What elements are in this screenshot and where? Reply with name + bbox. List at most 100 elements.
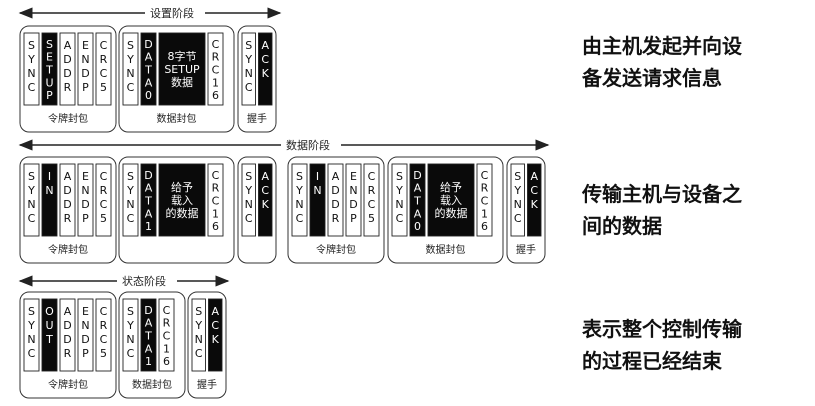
field-char: N bbox=[126, 198, 134, 211]
packet-label: 握手 bbox=[247, 112, 267, 125]
field-char: C bbox=[368, 198, 376, 211]
field-char: D bbox=[144, 38, 152, 51]
stage-label: 数据阶段 bbox=[286, 138, 330, 152]
field-char: C bbox=[368, 170, 376, 183]
field-char: D bbox=[331, 184, 339, 197]
field-char: R bbox=[64, 347, 72, 360]
packet-field bbox=[208, 298, 223, 372]
field-char: 5 bbox=[368, 212, 375, 225]
field-char: C bbox=[212, 194, 220, 207]
field-char: C bbox=[514, 212, 522, 225]
field-char: C bbox=[127, 81, 135, 94]
field-char: Y bbox=[513, 184, 521, 197]
packet-field bbox=[59, 32, 76, 106]
field-char: D bbox=[413, 169, 421, 182]
field-char: C bbox=[481, 169, 489, 182]
field-char: 5 bbox=[100, 212, 107, 225]
packet-label: 令牌封包 bbox=[48, 378, 88, 391]
packet-field bbox=[510, 163, 525, 237]
field-char: A bbox=[145, 317, 153, 330]
packet-field bbox=[77, 32, 94, 106]
field-char: N bbox=[81, 319, 89, 332]
field-char: C bbox=[195, 347, 203, 360]
packet-field bbox=[427, 163, 475, 237]
description-line: 传输主机与设备之 bbox=[582, 182, 742, 206]
field-char: A bbox=[145, 182, 153, 195]
packet-field bbox=[59, 298, 76, 372]
field-char: 0 bbox=[414, 220, 421, 233]
packet-field bbox=[23, 32, 40, 106]
field-char: S bbox=[127, 170, 134, 183]
packet-field bbox=[158, 163, 206, 237]
field-char: Y bbox=[295, 184, 303, 197]
packet-field bbox=[327, 163, 344, 237]
packet-field bbox=[258, 163, 273, 237]
field-char: U bbox=[45, 319, 53, 332]
field-char: R bbox=[368, 184, 376, 197]
field-char: C bbox=[100, 67, 108, 80]
field-char: T bbox=[45, 333, 53, 346]
field-char: N bbox=[395, 198, 403, 211]
packet-field bbox=[207, 32, 224, 106]
field-char: N bbox=[126, 333, 134, 346]
field-char: I bbox=[48, 170, 51, 183]
field-char: D bbox=[63, 198, 71, 211]
packet-field bbox=[77, 163, 94, 237]
field-char: Y bbox=[244, 53, 252, 66]
field-char: T bbox=[144, 194, 152, 207]
field-char: D bbox=[331, 198, 339, 211]
field-char: R bbox=[481, 182, 489, 195]
field-char: Y bbox=[126, 319, 134, 332]
field-char: C bbox=[28, 212, 36, 225]
field-char: R bbox=[64, 81, 72, 94]
field-char: C bbox=[212, 63, 220, 76]
field-char: R bbox=[100, 184, 108, 197]
field-payload-text: 载入 bbox=[440, 194, 462, 207]
field-char: A bbox=[530, 170, 538, 183]
packet-field bbox=[345, 163, 362, 237]
data-stage-description: 传输主机与设备之 间的数据 bbox=[582, 178, 807, 242]
packet-field bbox=[191, 298, 206, 372]
packet-field bbox=[291, 163, 308, 237]
field-char: N bbox=[27, 198, 35, 211]
field-char: C bbox=[212, 38, 220, 51]
field-char: A bbox=[332, 170, 340, 183]
packet-field bbox=[95, 163, 112, 237]
field-payload-text: 给予 bbox=[440, 181, 462, 194]
packet-field bbox=[41, 32, 58, 106]
field-char: P bbox=[350, 212, 357, 225]
field-char: N bbox=[245, 198, 253, 211]
field-char: C bbox=[211, 319, 219, 332]
field-char: D bbox=[349, 198, 357, 211]
field-char: C bbox=[245, 81, 253, 94]
stage-label-backing bbox=[117, 274, 177, 289]
field-char: N bbox=[295, 198, 303, 211]
field-char: R bbox=[212, 182, 220, 195]
field-char: N bbox=[27, 67, 35, 80]
description-line: 由主机发起并向设 bbox=[582, 34, 742, 58]
packet-field bbox=[59, 163, 76, 237]
field-char: 0 bbox=[145, 89, 152, 102]
stage-label: 状态阶段 bbox=[122, 274, 166, 288]
field-char: 1 bbox=[145, 220, 152, 233]
field-char: Y bbox=[395, 184, 403, 197]
field-char: N bbox=[27, 333, 35, 346]
packet-field bbox=[95, 298, 112, 372]
field-char: C bbox=[481, 194, 489, 207]
stage-group: 设置阶段SYNCSETUPADDRENDPCRC5令牌封包SYNCDATA08字… bbox=[18, 6, 282, 133]
field-char: 6 bbox=[212, 89, 219, 102]
field-payload-text: 的数据 bbox=[435, 206, 468, 220]
packet-field bbox=[122, 163, 139, 237]
field-char: N bbox=[81, 184, 89, 197]
field-char: R bbox=[100, 53, 108, 66]
field-char: D bbox=[144, 304, 152, 317]
stage-group: 状态阶段SYNCOUTADDRENDPCRC5令牌封包SYNCDATA1CRC1… bbox=[18, 274, 230, 399]
field-char: D bbox=[63, 67, 71, 80]
stage-label-backing bbox=[281, 138, 341, 153]
field-char: R bbox=[332, 212, 340, 225]
field-payload-text: 给予 bbox=[171, 181, 193, 194]
